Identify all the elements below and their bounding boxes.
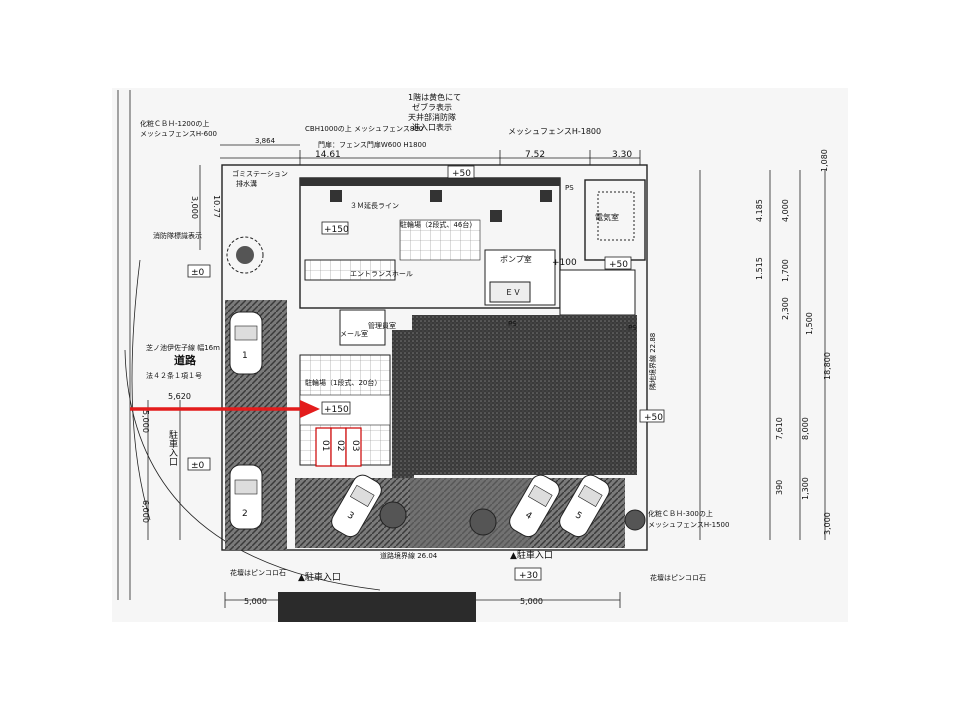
bike-slots: 01 02 03 xyxy=(315,427,362,467)
bike-slot-label: 01 xyxy=(320,440,330,451)
level-label: ±0 xyxy=(191,461,205,471)
dim: 3,000 xyxy=(823,512,832,535)
dim: 7.52 xyxy=(525,150,545,160)
dim: 390 xyxy=(775,480,784,495)
dim: 5,000 xyxy=(141,410,150,433)
redaction-bar xyxy=(278,592,476,622)
car-5-icon: 5 xyxy=(559,474,610,538)
level-label: +50 xyxy=(609,260,628,270)
bicycle-parking-2: 駐輪場（1段式、20台） xyxy=(305,378,381,387)
note-fence: メッシュフェンスH-1800 xyxy=(508,127,601,136)
bicycle-parking-1: 駐輪場（2段式、46台） xyxy=(400,220,476,229)
dim: 4.185 xyxy=(755,199,764,222)
room-ev: ＥＶ xyxy=(505,288,521,297)
road-name: 芝ノ池伊佐子線 幅16m xyxy=(146,343,220,352)
note-yellow-zebra: 1階は黄色にて xyxy=(408,92,461,102)
dim: 7,610 xyxy=(775,417,784,440)
room-mail: メール室 xyxy=(340,329,368,338)
dim: 1,700 xyxy=(781,259,790,282)
bike-slot-label: 03 xyxy=(350,440,360,451)
note-yellow-zebra: ゼブラ表示 xyxy=(412,102,452,112)
room-management: 管理員室 xyxy=(368,321,396,330)
level-label: +50 xyxy=(644,413,663,423)
room-pump: ポンプ室 xyxy=(500,254,532,264)
dim: 6,000 xyxy=(141,500,150,523)
ps-label: PS xyxy=(565,184,574,192)
note-fire-sign: 消防隊標識表示 xyxy=(153,231,202,240)
dim: 5,000 xyxy=(520,597,543,606)
level-label: +100 xyxy=(552,258,577,268)
dim: 10.77 xyxy=(212,195,221,218)
dim: 1,080 xyxy=(820,149,829,172)
ps-label: PS xyxy=(508,320,517,328)
car-number: 1 xyxy=(242,351,248,361)
note-cbh1200: 化粧ＣＢＨ-1200の上 xyxy=(140,119,209,128)
dim: 5,620 xyxy=(168,392,191,401)
note-garbage: 排水溝 xyxy=(236,179,257,188)
site-boundary xyxy=(221,164,648,551)
road-label: 道路 xyxy=(174,353,197,367)
dim: 8,000 xyxy=(801,417,810,440)
note-planter: 花壇はピンコロ石 xyxy=(650,573,706,582)
dim: 14.61 xyxy=(315,150,341,160)
dim: 1,300 xyxy=(801,477,810,500)
level-markers xyxy=(187,165,665,581)
car-4-icon: 4 xyxy=(509,474,560,538)
dim: 5,000 xyxy=(244,597,267,606)
building-main-dark xyxy=(412,315,637,475)
bike-slot-label: 02 xyxy=(335,440,345,451)
level-label: +50 xyxy=(452,169,471,179)
car-2-icon: 2 xyxy=(229,464,263,530)
note-planter: 花壇はピンコロ石 xyxy=(230,568,286,577)
note-cbh1200: メッシュフェンスH-600 xyxy=(140,130,217,138)
road-law: 法４２条１項１号 xyxy=(146,371,202,380)
level-label: +150 xyxy=(324,405,349,415)
electric-room xyxy=(559,179,646,316)
building-left-wing xyxy=(392,330,414,480)
note-gate: 門扉：フェンス門扉W600 H1800 xyxy=(318,140,426,149)
note-garbage: ゴミステーション xyxy=(232,169,288,178)
note-cbh300: メッシュフェンスH-1500 xyxy=(648,521,729,529)
dim: 3,000 xyxy=(190,196,199,219)
car-number: 2 xyxy=(242,509,248,519)
level-label: +30 xyxy=(519,571,538,581)
parking-entry-bottom: ▲駐車入口 xyxy=(298,571,341,583)
note-fire-entrance: 天井部消防隊 xyxy=(408,112,456,122)
car-1-icon: 1 xyxy=(229,311,263,375)
arrow-icon xyxy=(130,400,320,418)
road-boundary-bottom: 道路境界線 26.04 xyxy=(380,551,438,560)
room-electric: 電気室 xyxy=(595,212,619,222)
dim: 1.515 xyxy=(755,257,764,280)
boundary-right: 隣地境界線 22.88 xyxy=(648,333,657,390)
note-fence: CBH1000の上 メッシュフェンス800 xyxy=(305,124,423,133)
dim: 4,000 xyxy=(781,199,790,222)
entrance-hall: エントランスホール xyxy=(350,270,413,278)
level-label: ±0 xyxy=(191,268,205,278)
dim: 3.30 xyxy=(612,150,632,160)
note-cbh300: 化粧ＣＢＨ-300の上 xyxy=(648,509,713,518)
dim: 2,300 xyxy=(781,297,790,320)
three-m-line: ３Ｍ延長ライン xyxy=(350,201,399,210)
dim: 18,800 xyxy=(823,352,832,380)
car-3-icon: 3 xyxy=(331,474,382,538)
parking-entry-bottom: ▲駐車入口 xyxy=(510,549,553,561)
parking-entry-left: 駐車入口 xyxy=(167,429,178,466)
car-number: 3 xyxy=(345,510,355,522)
tree-icon xyxy=(226,236,264,274)
car-number: 5 xyxy=(573,510,583,522)
car-number: 4 xyxy=(523,510,533,522)
dim: 3,864 xyxy=(255,137,276,145)
note-fire-entrance: 進入口表示 xyxy=(412,122,452,132)
shrub-icon xyxy=(379,501,646,536)
ps-label: PS xyxy=(628,324,637,332)
building-upper xyxy=(299,177,561,346)
level-label: +150 xyxy=(324,225,349,235)
dim: 1,500 xyxy=(805,312,814,335)
